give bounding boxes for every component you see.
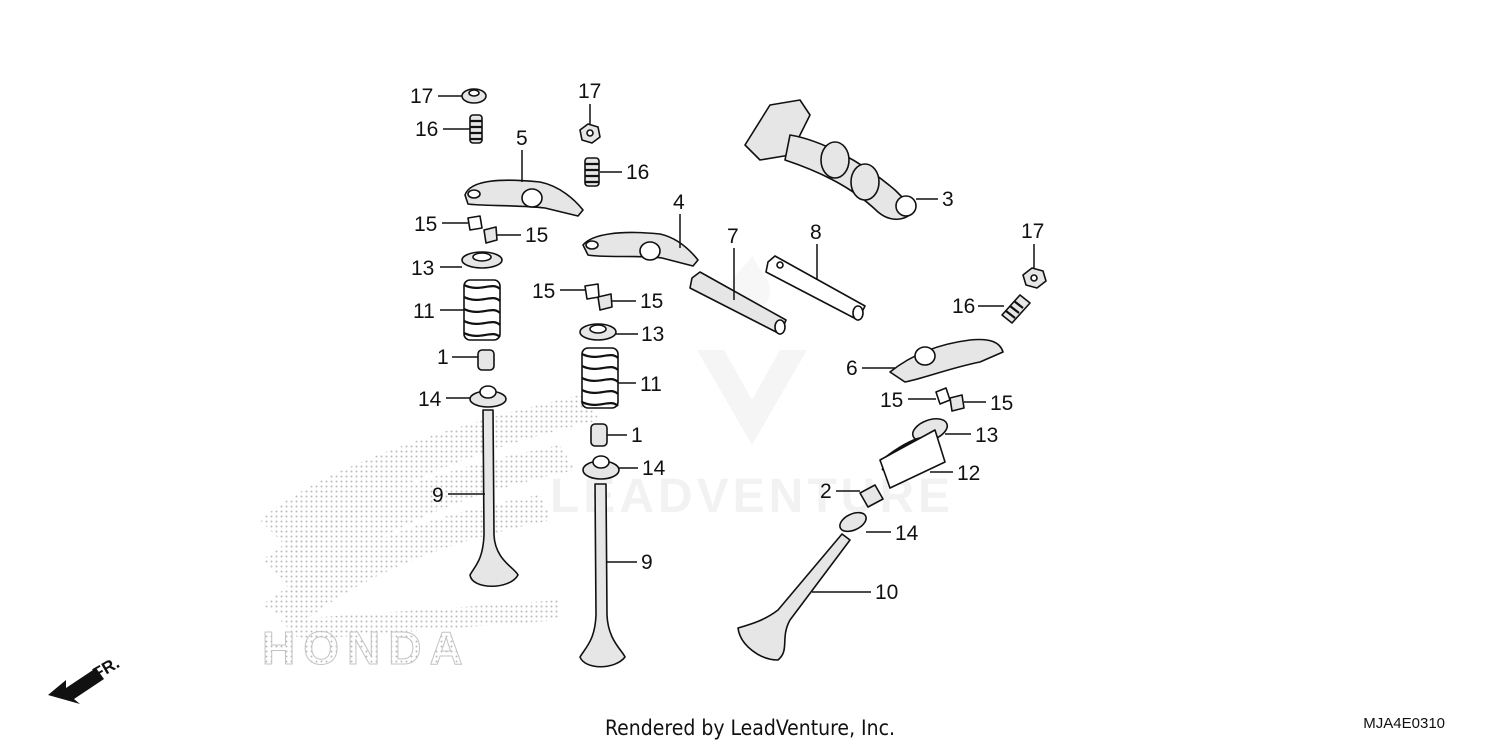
footer-credit: Rendered by LeadVenture, Inc. <box>605 716 895 740</box>
callout-15b: 15 <box>525 224 548 247</box>
callout-17b: 17 <box>578 80 601 103</box>
retainer-13-left <box>461 251 503 269</box>
callout-11a: 11 <box>413 300 435 323</box>
seal-2 <box>859 484 884 508</box>
callouts: 17 16 5 15 15 13 11 1 14 9 17 16 4 15 15… <box>410 80 1044 604</box>
callout-9a: 9 <box>432 484 444 507</box>
callout-13c: 13 <box>975 424 998 447</box>
callout-17a: 17 <box>410 85 433 108</box>
callout-8: 8 <box>810 221 822 244</box>
callout-12: 12 <box>957 462 980 485</box>
stud-16-left <box>469 114 483 144</box>
callout-5: 5 <box>516 127 528 150</box>
callout-1b: 1 <box>631 424 643 447</box>
callout-13a: 13 <box>411 257 434 280</box>
honda-wing-watermark: HONDA <box>260 395 600 675</box>
valve-9-left <box>469 409 519 587</box>
callout-14a: 14 <box>418 388 442 411</box>
callout-6: 6 <box>846 357 858 380</box>
callout-14b: 14 <box>642 457 666 480</box>
callout-2: 2 <box>820 480 832 503</box>
cotter-15-right-b <box>949 394 965 412</box>
cotter-15-middle-b <box>597 293 613 311</box>
honda-brand-watermark: HONDA <box>262 622 471 674</box>
rocker-arm-4 <box>582 231 699 267</box>
callout-15a: 15 <box>414 213 437 236</box>
callout-11b: 11 <box>640 373 662 396</box>
leadventure-text-watermark: LEADVENTURE <box>550 470 954 523</box>
callout-4: 4 <box>673 191 685 214</box>
callout-16c: 16 <box>952 295 975 318</box>
valve-10 <box>737 533 851 661</box>
rocker-arm-6 <box>889 338 1004 383</box>
seat-14-right <box>839 511 867 533</box>
nut-17-middle <box>579 123 601 144</box>
stud-16-right <box>1001 294 1031 324</box>
diagram-code: MJA4E0310 <box>1363 715 1445 732</box>
cotter-15-right-a <box>935 387 951 405</box>
valve-9-middle <box>579 483 626 668</box>
callout-16b: 16 <box>626 161 649 184</box>
rocker-shaft-8 <box>765 255 866 321</box>
callout-9b: 9 <box>641 551 653 574</box>
seat-14-middle <box>582 455 620 480</box>
spring-11-left <box>463 279 501 341</box>
stud-16-middle <box>584 157 600 187</box>
cotter-15-left-b <box>483 226 498 244</box>
callout-15d: 15 <box>640 290 663 313</box>
nut-17-left <box>461 88 487 104</box>
callout-15f: 15 <box>990 392 1013 415</box>
spring-11-middle <box>581 347 619 409</box>
callout-15c: 15 <box>532 280 555 303</box>
rocker-arm-5 <box>464 179 584 217</box>
callout-3: 3 <box>942 188 954 211</box>
seal-1-middle <box>590 423 608 447</box>
callout-10: 10 <box>875 581 898 604</box>
retainer-13-middle <box>579 323 617 341</box>
callout-15e: 15 <box>880 389 903 412</box>
nut-17-right <box>1022 267 1047 289</box>
spring-12 <box>879 429 946 489</box>
callout-14c: 14 <box>895 522 919 545</box>
cotter-15-middle-a <box>584 283 600 300</box>
seal-1-left <box>477 349 495 371</box>
camshaft-3 <box>744 99 917 221</box>
callout-17c: 17 <box>1021 220 1044 243</box>
leadventure-watermark: LEADVENTURE <box>550 255 954 523</box>
callout-16a: 16 <box>415 118 438 141</box>
callout-1a: 1 <box>437 346 449 369</box>
callout-13b: 13 <box>641 323 664 346</box>
front-direction-arrow-icon: FR. <box>48 653 123 704</box>
seat-14-left <box>469 385 507 408</box>
rocker-shaft-7 <box>689 271 787 335</box>
callout-7: 7 <box>727 225 739 248</box>
cotter-15-left-a <box>467 215 483 231</box>
